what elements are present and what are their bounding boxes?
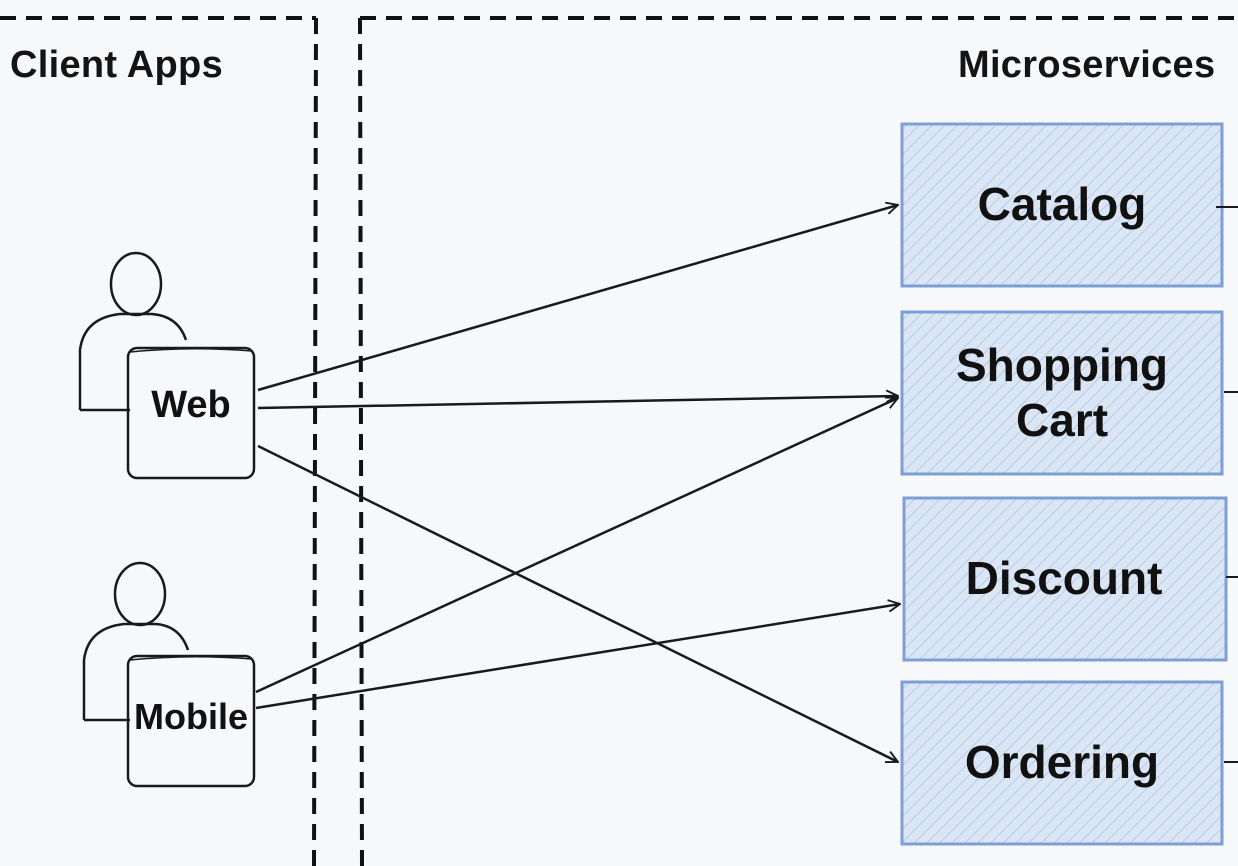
shopping-cart-label-line2: Cart — [1015, 394, 1109, 446]
shopping-cart-service: Shopping Cart — [902, 312, 1222, 474]
catalog-box — [900, 122, 1224, 288]
client-apps-title: Client Apps — [10, 44, 224, 86]
catalog-service: Catalog — [902, 124, 1222, 286]
ordering-service: Ordering — [902, 682, 1222, 844]
mobile-user-head-icon — [113, 561, 167, 627]
outbound-stubs — [1216, 206, 1238, 763]
discount-box — [902, 496, 1228, 662]
discount-label: Discount — [965, 552, 1163, 605]
discount-service: Discount — [902, 498, 1226, 660]
ordering-box — [900, 680, 1224, 846]
web-label: Web — [151, 384, 231, 426]
web-user-body-icon — [78, 312, 188, 410]
mobile-client — [82, 561, 256, 788]
web-to-catalog-arrow — [257, 205, 898, 392]
client-apps-region — [0, 16, 318, 866]
service-boxes — [900, 122, 1228, 846]
web-to-cart-arrow — [257, 396, 898, 410]
mobile-user-body-icon — [82, 622, 190, 720]
shopping-cart-label-line1: Shopping — [955, 338, 1169, 391]
connectors — [255, 205, 900, 764]
web-to-ordering-arrow — [257, 444, 898, 764]
catalog-label: Catalog — [977, 178, 1147, 231]
ordering-label: Ordering — [964, 736, 1160, 789]
mobile-label: Mobile — [134, 696, 248, 737]
mobile-to-discount-arrow — [255, 604, 900, 710]
microservices-title: Microservices — [958, 44, 1216, 86]
web-client — [78, 251, 256, 480]
microservices-region — [358, 16, 1238, 866]
shopping-cart-box — [900, 310, 1224, 476]
web-user-head-icon — [109, 251, 163, 317]
mobile-to-cart-arrow — [255, 398, 898, 694]
